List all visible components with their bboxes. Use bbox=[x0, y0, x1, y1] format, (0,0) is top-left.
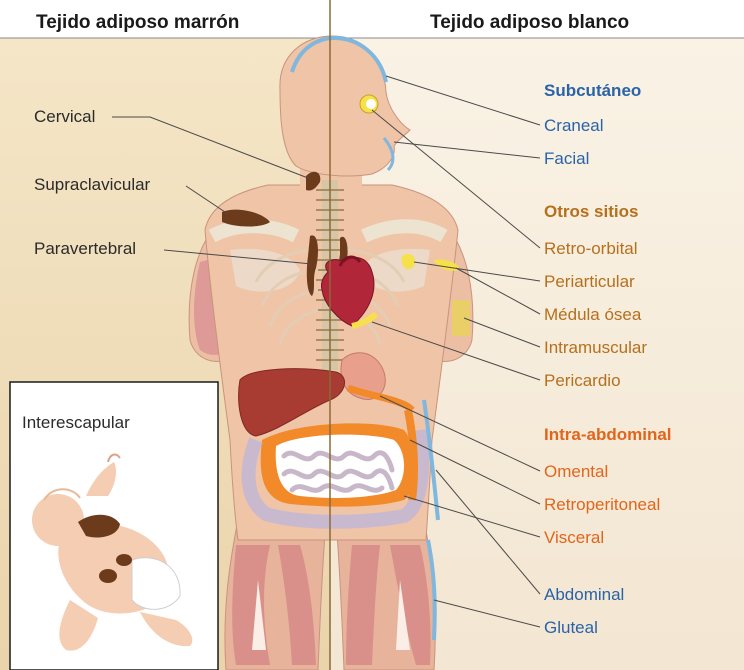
label-retroperitoneal: Retroperitoneal bbox=[544, 495, 660, 514]
section-otros-sitios: Otros sitios bbox=[544, 202, 638, 221]
header-brown: Tejido adiposo marrón bbox=[36, 12, 239, 33]
label-abdominal: Abdominal bbox=[544, 585, 624, 604]
label-omental: Omental bbox=[544, 462, 608, 481]
header-white: Tejido adiposo blanco bbox=[430, 12, 629, 33]
label-paravertebral: Paravertebral bbox=[34, 239, 136, 258]
label-gluteal: Gluteal bbox=[544, 618, 598, 637]
label-intramuscular: Intramuscular bbox=[544, 338, 647, 357]
label-supraclavicular: Supraclavicular bbox=[34, 175, 151, 194]
label-facial: Facial bbox=[544, 149, 589, 168]
label-visceral: Visceral bbox=[544, 528, 604, 547]
label-interescapular: Interescapular bbox=[22, 413, 130, 432]
label-craneal: Craneal bbox=[544, 116, 604, 135]
section-intra-abdominal: Intra-abdominal bbox=[544, 425, 672, 444]
interescapular-inset: Interescapular bbox=[10, 382, 218, 670]
label-medula-osea: Médula ósea bbox=[544, 305, 642, 324]
section-subcutaneo: Subcutáneo bbox=[544, 81, 641, 100]
label-periarticular: Periarticular bbox=[544, 272, 635, 291]
label-cervical: Cervical bbox=[34, 107, 95, 126]
intramuscular-fat bbox=[452, 300, 470, 336]
label-retro-orbital: Retro-orbital bbox=[544, 239, 638, 258]
label-pericardio: Pericardio bbox=[544, 371, 621, 390]
